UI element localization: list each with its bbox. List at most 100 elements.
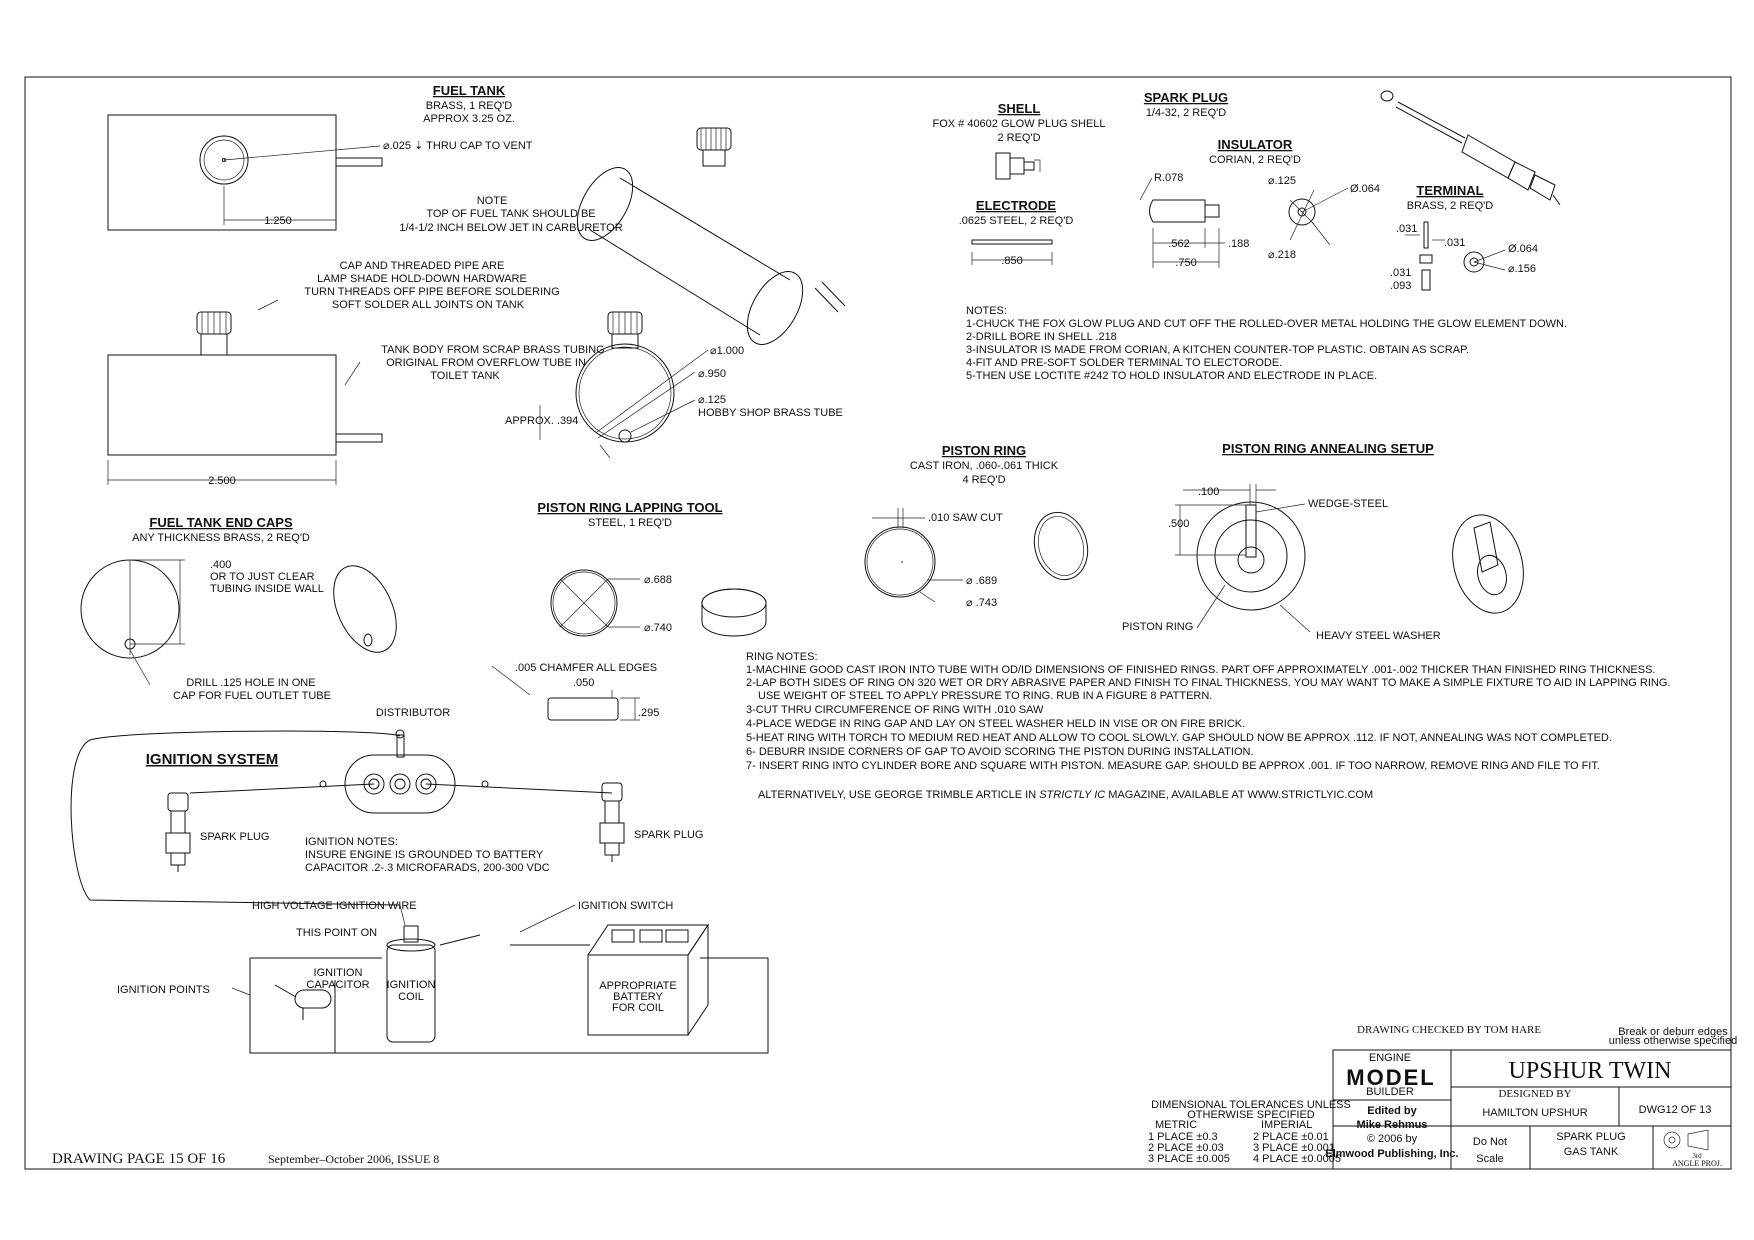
dim-750: .750 [1175,257,1196,269]
d689: ⌀ .689 [966,575,997,587]
edited-by: Edited by [1367,1105,1417,1117]
tol-i4: 4 PLACE ±0.0005 [1253,1153,1341,1165]
publisher: Elmwood Publishing, Inc. [1325,1148,1458,1160]
editor: Mike Rehmus [1357,1119,1428,1131]
dia-688: ⌀.688 [644,574,672,586]
spark-plug-iso [1380,90,1561,206]
fuel-tank-side-view [107,354,337,456]
ignition-notes-1: INSURE ENGINE IS GROUNDED TO BATTERY [305,849,544,861]
tol-m3: 3 PLACE ±0.005 [1148,1153,1230,1165]
annealing-section: PISTON RING ANNEALING SETUP .100 .500 WE… [1122,441,1524,642]
ring-note-1: 1-MACHINE GOOD CAST IRON INTO TUBE WITH … [746,664,1655,676]
body-note-2: ORIGINAL FROM OVERFLOW TUBE IN [386,357,586,369]
spark-plug-left-icon [165,792,191,872]
clear-2: TUBING INSIDE WALL [210,583,324,595]
tank-note-2: 1/4-1/2 INCH BELOW JET IN CARBURETOR [399,222,622,234]
cap-note-2: LAMP SHADE HOLD-DOWN HARDWARE [317,273,527,285]
fuel-tank-sub2: APPROX 3.25 OZ. [423,113,515,125]
sp-notes-title: NOTES: [966,305,1007,317]
projection-icon [1663,1129,1709,1151]
t156: ⌀.156 [1508,263,1536,275]
fuel-tank-iso [576,127,846,345]
dia-950: ⌀.950 [698,368,726,380]
electrode-bar [971,239,1053,245]
d064: Ø.064 [1350,183,1380,195]
terminal-end [1463,251,1485,273]
battery-label-1: APPROPRIATE [599,980,676,992]
dim-500: .500 [1168,518,1189,530]
insulator-end [1288,198,1316,226]
capacitor-label-2: CAPACITOR [306,979,369,991]
fuel-tank-title: FUEL TANK [433,83,506,98]
electrode-title: ELECTRODE [976,198,1057,213]
drill-1: DRILL .125 HOLE IN ONE [186,677,315,689]
electrode-sub: .0625 STEEL, 2 REQ'D [959,215,1074,227]
hobby-tube: HOBBY SHOP BRASS TUBE [698,407,843,419]
spark-plug-section: SHELL FOX # 40602 GLOW PLUG SHELL 2 REQ'… [932,90,1567,382]
part-1: SPARK PLUG [1556,1131,1626,1143]
ring-label: PISTON RING [1122,621,1193,633]
tol-i2: 2 PLACE ±0.01 [1253,1131,1329,1143]
d125: ⌀.125 [1268,175,1296,187]
title-block: DRAWING CHECKED BY TOM HARE Break or deb… [1148,1024,1737,1170]
sp-note-2: 2-DRILL BORE IN SHELL .218 [966,331,1117,343]
tank-cap-outline [199,135,249,185]
ring-note-3: 3-CUT THRU CIRCUMFERENCE OF RING WITH .0… [746,704,1044,716]
do-not-1: Do Not [1473,1136,1507,1148]
angle-num: 3rd [1692,1152,1702,1160]
tank-cross-section [539,311,709,459]
ring-note-2: 2-LAP BOTH SIDES OF RING ON 320 WET OR D… [746,677,1670,689]
annealing-title: PISTON RING ANNEALING SETUP [1222,441,1434,456]
spark-plug-sub: 1/4-32, 2 REQ'D [1146,107,1226,119]
fuel-tank-sub1: BRASS, 1 REQ'D [426,100,513,112]
logo-top: ENGINE [1369,1052,1411,1064]
ignition-title: IGNITION SYSTEM [146,751,279,768]
fuel-tank-section: FUEL TANK BRASS, 1 REQ'D APPROX 3.25 OZ.… [107,83,846,487]
lap-tool-side [547,697,619,721]
lap-tool-outer [550,569,618,637]
wedge [1245,504,1257,558]
logo: MODEL [1346,1065,1435,1090]
coil-label-1: IGNITION [387,979,436,991]
chamfer-note: .005 CHAMFER ALL EDGES [515,662,657,674]
body-note-3: TOILET TANK [430,370,500,382]
piston-ring-title: PISTON RING [942,443,1026,458]
terminal-sub: BRASS, 2 REQ'D [1407,200,1494,212]
approx-394: APPROX. .394 [505,415,578,427]
dim-850: .850 [1001,255,1022,267]
cap-note-3: TURN THREADS OFF PIPE BEFORE SOLDERING [304,286,559,298]
dim-188: .188 [1228,238,1249,250]
tol-m1: 1 PLACE ±0.3 [1148,1131,1218,1143]
switch-label: IGNITION SWITCH [578,900,673,912]
dim-400: .400 [210,559,231,571]
break-1: Break or deburr edges [1618,1026,1728,1038]
dia-125: ⌀.125 [698,394,726,406]
piston-ring-sub2: 4 REQ'D [962,474,1005,486]
spark-plug-right-label: SPARK PLUG [634,829,704,841]
ignition-notes-2: CAPACITOR .2-.3 MICROFARADS, 200-300 VDC [305,862,550,874]
tol-imperial: IMPERIAL [1261,1119,1312,1131]
vent-callout: ⌀.025 ⇣ THRU CAP TO VENT [383,140,533,152]
logo-bottom: BUILDER [1366,1086,1414,1098]
steel-washer [1196,501,1306,611]
ring-notes-title: RING NOTES: [746,651,818,663]
t093: .093 [1390,280,1411,292]
tol-2: OTHERWISE SPECIFIED [1187,1109,1315,1121]
distributor-label: DISTRIBUTOR [376,707,450,719]
lapping-sub: STEEL, 1 REQ'D [588,517,672,529]
ring-note-4: 4-PLACE WEDGE IN RING GAP AND LAY ON STE… [746,718,1245,730]
checked-by: DRAWING CHECKED BY TOM HARE [1357,1024,1541,1036]
t031c: .031 [1390,267,1411,279]
ignition-points-label: IGNITION POINTS [117,984,210,996]
insulator-side [1149,199,1220,223]
piston-ring-sub1: CAST IRON, .060-.061 THICK [910,460,1059,472]
designer: HAMILTON UPSHUR [1482,1107,1587,1119]
sp-note-1: 1-CHUCK THE FOX GLOW PLUG AND CUT OFF TH… [966,318,1567,330]
tol-i3: 3 PLACE ±0.001 [1253,1142,1335,1154]
dim-562: .562 [1168,238,1189,250]
t031a: .031 [1396,223,1417,235]
saw-cut: .010 SAW CUT [928,512,1003,524]
dia-740: ⌀.740 [644,622,672,634]
dim-1250: 1.250 [264,215,292,227]
